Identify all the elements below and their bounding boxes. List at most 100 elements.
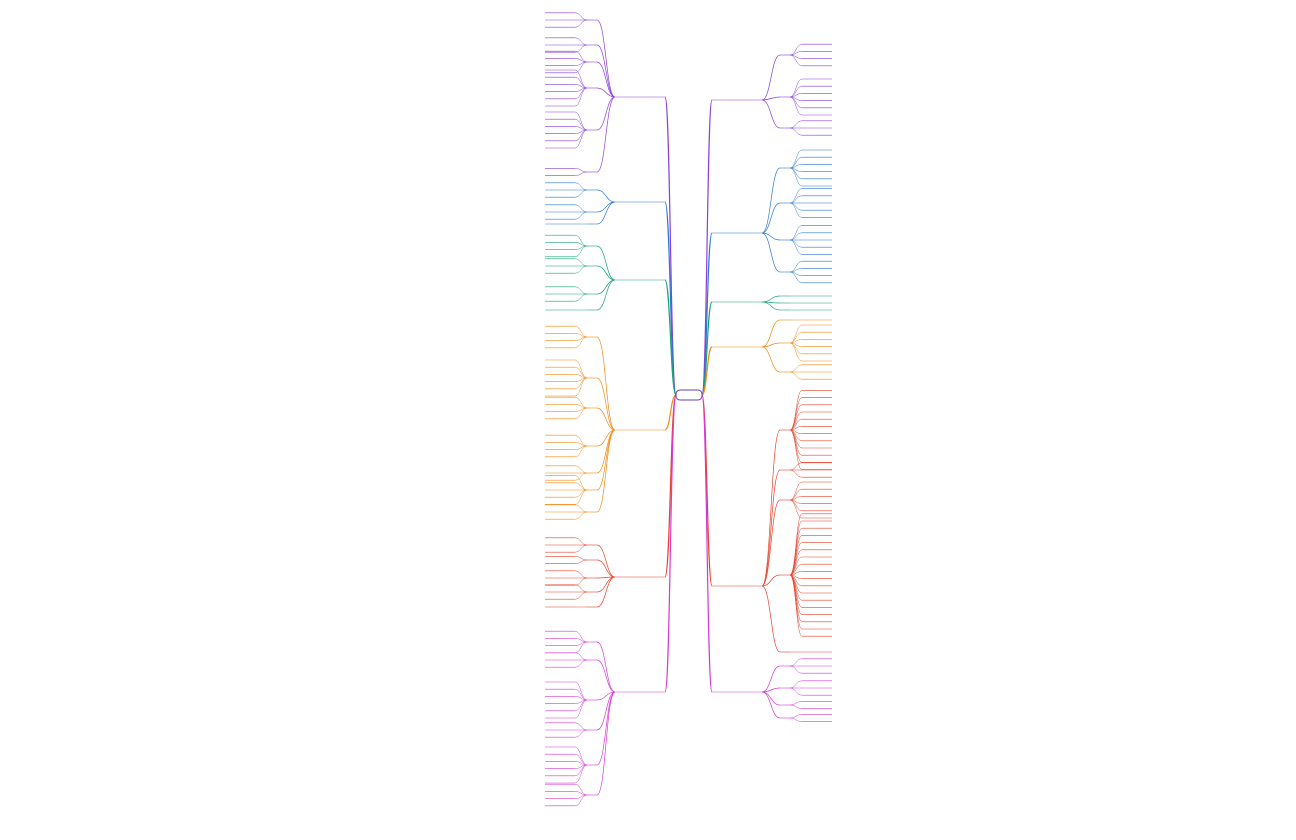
branch-red-right-leaf-link-1-0 [789, 462, 803, 471]
branch-red-right-leaf-link-3-1 [789, 520, 803, 576]
branch-orange-leaf-link-2-3 [574, 407, 588, 420]
branch-purple-leaf-link-0-2 [574, 19, 588, 28]
branch-green-sub-1 [596, 265, 616, 281]
branch-orange-sub-6 [596, 429, 616, 513]
branch-orange-leaf-link-3-3 [574, 445, 588, 458]
branch-red-right-leaf-link-3-2 [789, 527, 803, 576]
branch-red-right-leaf-link-3-14 [789, 574, 803, 615]
branch-magenta-right-leaf-link-2-0 [789, 701, 803, 706]
branch-blue-right-leaf-link-1-3 [789, 202, 803, 211]
branch-magenta-sub-4 [596, 691, 616, 766]
central-topic-box [675, 389, 703, 401]
branch-purple-sub-1 [596, 44, 616, 98]
branch-purple-leaf-link-0-0 [574, 12, 588, 21]
branch-red-right-sub-3 [761, 574, 781, 587]
branch-magenta-leaf-link-4-5 [574, 764, 588, 784]
branch-purple-leaf-link-4-5 [574, 129, 588, 149]
branch-blue-right-leaf-link-0-0 [789, 149, 803, 169]
branch-purple-right-leaf-link-2-2 [789, 127, 803, 136]
branch-purple-leaf-link-4-0 [574, 111, 588, 131]
branch-purple-right-leaf-link-1-0 [789, 78, 803, 98]
branch-purple-sub-5 [596, 96, 616, 173]
branch-orange-leaf-link-4-0 [574, 465, 588, 474]
branch-orange-sub-2 [596, 407, 616, 431]
branch-purple-leaf-link-3-5 [574, 87, 588, 107]
branch-red-sub-0 [596, 544, 616, 578]
branch-orange-leaf-link-6-0 [574, 504, 588, 513]
branch-purple-leaf-link-2-3 [574, 61, 588, 74]
branch-magenta-leaf-link-3-2 [574, 729, 588, 738]
branch-blue-right-leaf-link-0-5 [789, 167, 803, 187]
branch-orange-leaf-link-5-0 [574, 475, 588, 491]
branch-green-sub-3 [596, 279, 616, 311]
branch-purple-right-leaf-link-2-0 [789, 120, 803, 129]
central-topic-node[interactable] [675, 389, 703, 401]
branch-magenta-sub-0 [596, 641, 616, 693]
branch-purple-leaf-link-5-0 [574, 168, 588, 173]
branch-red-leaf-link-2-2 [574, 577, 588, 586]
branch-magenta-right-sub-1 [761, 687, 781, 693]
branch-magenta-right-sub-2 [761, 691, 781, 706]
branch-magenta-sub-5 [596, 691, 616, 796]
branch-orange-right-sub-1 [761, 342, 781, 348]
branch-purple-right-leaf-link-1-5 [789, 96, 803, 116]
branch-orange-leaf-link-5-4 [574, 489, 588, 505]
branch-purple-right-leaf-link-0-3 [789, 54, 803, 67]
branch-blue-leaf-link-0-0 [574, 182, 588, 191]
branch-blue-right-leaf-link-2-4 [789, 239, 803, 255]
branch-magenta-right-leaf-link-0-2 [789, 665, 803, 674]
branch-magenta-sub-3 [596, 691, 616, 731]
branch-red-leaf-link-3-0 [574, 584, 588, 593]
branch-orange-right-sub-2 [761, 346, 781, 373]
branch-orange-trunk [664, 394, 677, 431]
branch-green-leaf-link-2-0 [574, 286, 588, 295]
branch-magenta-right-leaf-link-3-1 [789, 717, 803, 722]
branch-red-sub-1 [596, 559, 616, 578]
branch-red-right-leaf-link-0-1 [789, 397, 803, 431]
branch-orange-right-trunk [701, 346, 713, 396]
branch-purple-sub-3 [596, 87, 616, 98]
branch-magenta-right-leaf-link-0-0 [789, 658, 803, 667]
branch-orange-right-leaf-link-2-0 [789, 364, 803, 373]
branch-purple-trunk [664, 96, 677, 396]
branch-green-sub-2 [596, 279, 616, 295]
branch-blue-sub-0 [596, 189, 616, 203]
branch-magenta-leaf-link-0-3 [574, 641, 588, 654]
branch-red-leaf-link-0-0 [574, 537, 588, 546]
branch-red-right-leaf-link-0-10 [789, 429, 803, 463]
branch-purple-leaf-link-1-2 [574, 44, 588, 53]
branch-purple-sub-4 [596, 96, 616, 131]
branch-red-right-sub-1 [761, 469, 781, 587]
branch-orange-right-sub-0 [761, 319, 781, 348]
branch-red-sub-3 [596, 576, 616, 593]
branch-orange-sub-0 [596, 336, 616, 431]
branch-red-leaf-link-0-2 [574, 544, 588, 553]
branch-orange-leaf-link-1-5 [574, 377, 588, 397]
branch-blue-right-sub-1 [761, 202, 781, 234]
branch-magenta-leaf-link-5-3 [574, 794, 588, 807]
branch-green-right-sub-0 [761, 295, 781, 303]
branch-magenta-right-leaf-link-1-2 [789, 687, 803, 696]
branch-magenta-trunk [664, 394, 677, 693]
branch-orange-right-leaf-link-2-2 [789, 371, 803, 380]
branch-blue-right-leaf-link-1-4 [789, 202, 803, 218]
branch-purple-leaf-link-1-0 [574, 37, 588, 46]
branch-orange-sub-1 [596, 377, 616, 431]
branch-orange-sub-4 [596, 429, 616, 474]
branch-magenta-right-leaf-link-2-1 [789, 704, 803, 709]
branch-orange-leaf-link-5-3 [574, 489, 588, 498]
branch-magenta-leaf-link-1-0 [574, 652, 588, 661]
mind-map-links [545, 12, 832, 807]
branch-magenta-right-sub-0 [761, 665, 781, 693]
branch-green-leaf-link-2-2 [574, 293, 588, 302]
branch-magenta-right-sub-3 [761, 691, 781, 719]
branch-magenta-right-trunk [701, 394, 713, 693]
branch-blue-right-leaf-link-3-3 [789, 271, 803, 284]
branch-blue-sub-2 [596, 201, 616, 225]
branch-green-leaf-link-0-3 [574, 245, 588, 258]
branch-orange-leaf-link-4-2 [574, 472, 588, 481]
branch-red-sub-4 [596, 576, 616, 608]
branch-orange-leaf-link-5-1 [574, 482, 588, 491]
branch-green-sub-0 [596, 245, 616, 281]
